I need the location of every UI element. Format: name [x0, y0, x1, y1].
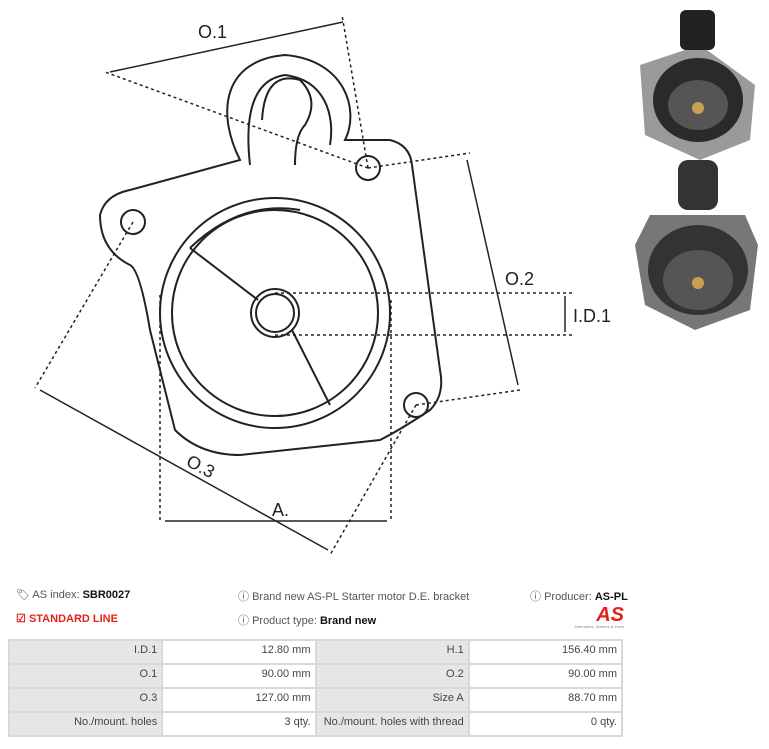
spec-label: No./mount. holes with thread: [314, 711, 470, 737]
product-photos: [635, 10, 758, 330]
info-icon: ⓘ: [238, 591, 249, 603]
spec-value: 12.80 mm: [161, 639, 317, 665]
as-index-label: AS index:: [32, 589, 80, 601]
tag-icon: 🏷: [16, 589, 30, 601]
label-id1: I.D.1: [573, 306, 611, 326]
spec-value: 88.70 mm: [467, 687, 624, 713]
technical-drawing: O.1 O.2 O.3 I.D.1 A.: [34, 14, 611, 556]
spec-label: O.3: [7, 687, 164, 713]
spec-value: 127.00 mm: [161, 687, 317, 713]
spec-value: 3 qty.: [161, 711, 317, 737]
logo-mark: AS: [596, 604, 624, 626]
logo-tagline: Alternators, Starters & Parts: [574, 624, 624, 629]
producer-label: Producer:: [544, 591, 592, 603]
info-icon: ⓘ: [238, 615, 249, 627]
standard-line-badge: ☑ STANDARD LINE: [16, 612, 118, 625]
label-o2: O.2: [505, 269, 534, 289]
standard-line-text: STANDARD LINE: [28, 613, 118, 625]
producer: ⓘ Producer: AS-PL: [530, 588, 628, 604]
spec-label: H.1: [314, 639, 470, 665]
label-o3: O.3: [183, 451, 218, 482]
product-type: ⓘ Product type: Brand new: [238, 612, 376, 628]
spec-label: Size A: [314, 687, 470, 713]
as-index: 🏷 AS index: SBR0027: [16, 588, 130, 601]
spec-label: No./mount. holes: [7, 711, 164, 737]
label-o1: O.1: [198, 22, 227, 42]
spec-label: I.D.1: [7, 639, 164, 665]
as-index-value: SBR0027: [82, 589, 131, 601]
product-type-label: Product type:: [252, 615, 317, 627]
spec-value: 0 qty.: [467, 711, 624, 737]
bracket-outline: [98, 53, 443, 457]
spec-value: 156.40 mm: [467, 639, 624, 665]
spec-label: O.1: [7, 663, 164, 689]
description: ⓘ Brand new AS-PL Starter motor D.E. bra…: [238, 588, 469, 604]
info-icon: ⓘ: [530, 591, 541, 603]
product-type-value: Brand new: [319, 615, 377, 627]
producer-value: AS-PL: [594, 591, 628, 603]
label-a: A.: [272, 500, 289, 520]
spec-value: 90.00 mm: [467, 663, 624, 689]
spec-value: 90.00 mm: [161, 663, 317, 689]
checkbox-icon: ☑: [16, 613, 26, 625]
spec-label: O.2: [314, 663, 470, 689]
description-text: Brand new AS-PL Starter motor D.E. brack…: [252, 591, 470, 603]
